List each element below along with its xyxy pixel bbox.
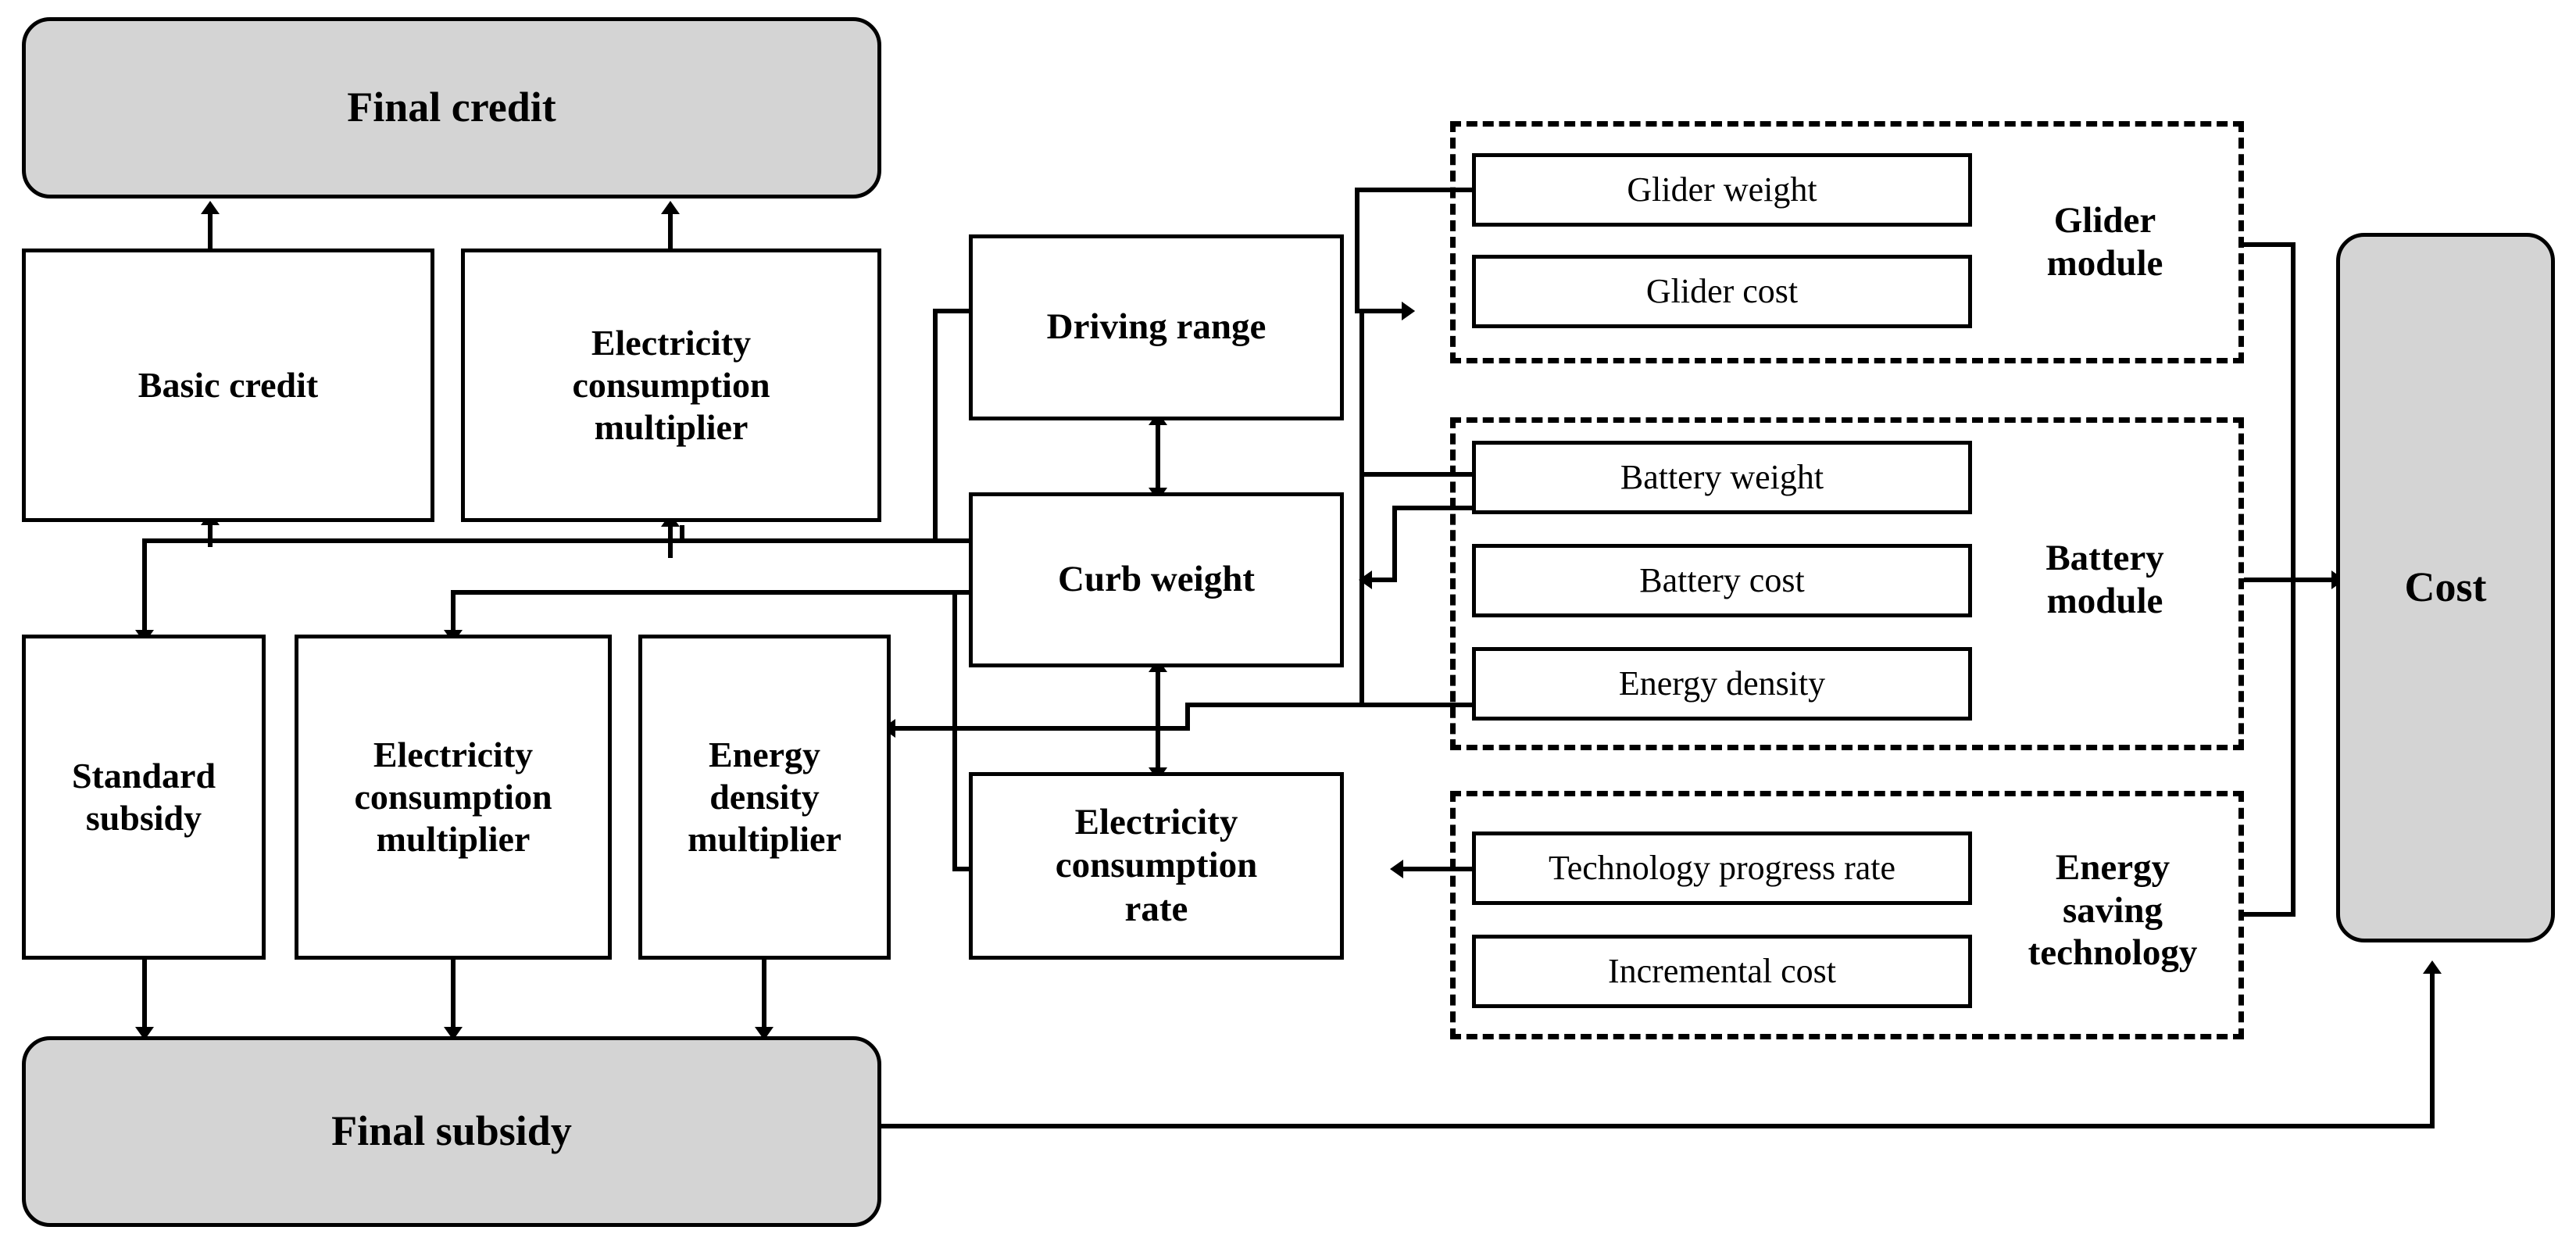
glider-module-frame: [1450, 121, 2244, 363]
curb-weight-box[interactable]: Curb weight: [969, 492, 1344, 667]
battery-module-frame: [1450, 417, 2244, 750]
glider-cost-box[interactable]: Glider cost: [1472, 255, 1972, 328]
energy-saving-technology-label: Energy saving technology: [1988, 828, 2238, 992]
cost-box[interactable]: Cost: [2336, 233, 2555, 942]
energy-density-label: Energy density: [1618, 664, 1826, 703]
wire-energy-density-to-edm: [882, 703, 1472, 738]
wire-curb-weight-bus-left: [142, 538, 682, 617]
basic-credit-label: Basic credit: [138, 364, 319, 405]
glider-module-label-text: Glider module: [2046, 200, 2163, 284]
basic-credit-box[interactable]: Basic credit: [22, 249, 434, 522]
energy-density-multiplier-label: Energy density multiplier: [688, 734, 841, 860]
wire-glider-module-to-cost: [2244, 242, 2296, 580]
wire-energy-density-riser: [1359, 474, 1472, 707]
subsidy-electricity-consumption-multiplier-box[interactable]: Electricity consumption multiplier: [295, 635, 612, 960]
cost-label: Cost: [2404, 563, 2487, 611]
credit-electricity-consumption-multiplier-box[interactable]: Electricity consumption multiplier: [461, 249, 881, 522]
standard-subsidy-label: Standard subsidy: [71, 755, 216, 838]
glider-cost-label: Glider cost: [1645, 272, 1799, 311]
technology-progress-rate-label: Technology progress rate: [1548, 849, 1896, 888]
incremental-cost-label: Incremental cost: [1608, 952, 1836, 991]
battery-weight-box[interactable]: Battery weight: [1472, 441, 1972, 514]
credit-ecm-label: Electricity consumption multiplier: [572, 322, 770, 448]
wire-curb-weight-to-ecm-credit: [680, 525, 969, 543]
wire-curb-weight-to-ecm-subsidy: [451, 590, 969, 617]
energy-saving-technology-label-text: Energy saving technology: [2028, 847, 2198, 974]
final-credit-box[interactable]: Final credit: [22, 17, 881, 198]
driving-range-box[interactable]: Driving range: [969, 234, 1344, 420]
battery-weight-label: Battery weight: [1620, 458, 1824, 497]
incremental-cost-box[interactable]: Incremental cost: [1472, 935, 1972, 1008]
driving-range-label: Driving range: [1046, 306, 1267, 348]
energy-density-box[interactable]: Energy density: [1472, 647, 1972, 721]
energy-saving-technology-frame: [1450, 791, 2244, 1039]
wire-ecr-left-spur: [952, 592, 969, 871]
electricity-consumption-rate-box[interactable]: Electricity consumption rate: [969, 772, 1344, 960]
ecr-label: Electricity consumption rate: [1055, 801, 1258, 929]
wire-final-subsidy-to-cost: [881, 960, 2442, 1128]
glider-weight-box[interactable]: Glider weight: [1472, 153, 1972, 227]
technology-progress-rate-box[interactable]: Technology progress rate: [1472, 832, 1972, 905]
final-subsidy-label: Final subsidy: [331, 1107, 572, 1155]
subsidy-ecm-label: Electricity consumption multiplier: [354, 734, 552, 860]
final-credit-label: Final credit: [347, 84, 556, 131]
energy-density-multiplier-box[interactable]: Energy density multiplier: [638, 635, 891, 960]
battery-module-label: Battery module: [1988, 525, 2222, 635]
curb-weight-label: Curb weight: [1058, 559, 1255, 600]
standard-subsidy-box[interactable]: Standard subsidy: [22, 635, 266, 960]
wire-driving-range-left-spur: [933, 309, 969, 541]
battery-cost-box[interactable]: Battery cost: [1472, 544, 1972, 617]
battery-module-label-text: Battery module: [2045, 538, 2164, 621]
glider-weight-label: Glider weight: [1627, 170, 1817, 209]
wire-energy-tech-to-cost: [2244, 580, 2296, 917]
glider-module-label: Glider module: [1988, 188, 2222, 297]
battery-cost-label: Battery cost: [1639, 561, 1805, 600]
final-subsidy-box[interactable]: Final subsidy: [22, 1036, 881, 1227]
